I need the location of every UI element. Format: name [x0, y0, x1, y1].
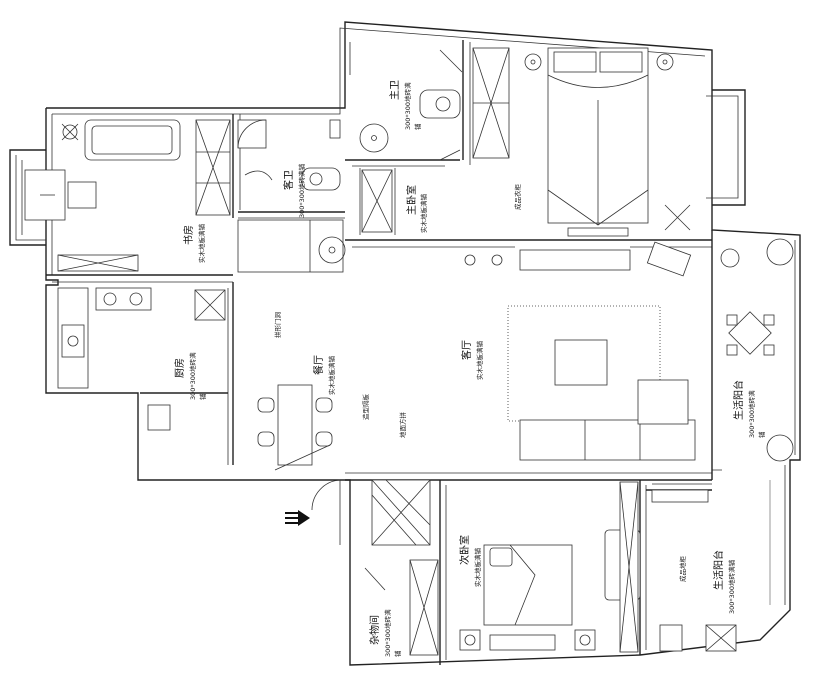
living-label: 客厅: [460, 340, 473, 360]
room-labels: 书房 实木地板满铺 客卫 300*300地砖满铺 主卫 300*300地砖满 铺…: [173, 80, 766, 657]
balcony-bottom-label: 生活阳台: [712, 550, 725, 590]
floor-cabinet-note: 成品地柜: [678, 556, 687, 583]
guest-bath-label: 客卫: [282, 170, 295, 190]
storage-furniture: [364, 479, 439, 656]
dining-label: 餐厅: [312, 355, 325, 375]
master-wardrobe: [361, 169, 393, 233]
master-bath-floor: 300*300地砖满: [403, 82, 412, 130]
storage-label: 杂物间: [368, 615, 381, 645]
study-floor: 实木地板满铺: [197, 224, 206, 264]
master-bath-fixtures: [349, 42, 463, 161]
master-bath-label: 主卫: [389, 80, 401, 100]
dining-furniture: [257, 384, 333, 471]
balcony-top-furniture: [720, 238, 794, 462]
floor-pattern-note: 地面方拼: [398, 412, 407, 439]
kitchen-furniture: [57, 287, 226, 431]
entry-arrow-icon: [285, 479, 341, 545]
kitchen-label: 厨房: [173, 358, 186, 378]
partition-note: 造型隔板: [361, 394, 370, 421]
balcony-bottom-floor: 300*300地砖满铺: [727, 559, 736, 614]
balcony-top-floor-suffix: 铺: [757, 431, 766, 438]
balcony-top-floor: 300*300地砖满: [747, 390, 756, 438]
living-floor: 实木地板满铺: [475, 341, 484, 381]
wardrobe-note: 成品衣柜: [513, 184, 522, 211]
master-bedroom-label: 主卧室: [405, 185, 418, 215]
second-bedroom-floor: 实木地板满铺: [473, 548, 482, 588]
balcony-bottom-furniture: [651, 489, 737, 652]
study-furniture: [24, 119, 231, 272]
arch-door-note: 拼形门洞: [273, 312, 282, 339]
master-bath-floor-suffix: 铺: [413, 123, 422, 130]
master-bedroom-floor: 实木地板满铺: [419, 194, 428, 234]
living-furniture: [464, 241, 696, 461]
storage-floor: 300*300地砖满: [383, 609, 392, 657]
study-label: 书房: [182, 225, 195, 245]
kitchen-floor-suffix: 铺: [198, 393, 207, 400]
guest-bath-floor: 300*300地砖满铺: [297, 163, 306, 218]
balcony-top-label: 生活阳台: [732, 380, 745, 420]
second-bedroom-furniture: [459, 481, 641, 653]
dining-floor: 实木地板满铺: [327, 356, 336, 396]
second-bedroom-label: 次卧室: [458, 535, 471, 565]
outer-walls: [9, 21, 801, 666]
storage-floor-suffix: 铺: [393, 650, 402, 657]
kitchen-floor: 300*300地砖满: [188, 352, 197, 400]
guest-bath-fixtures: [237, 119, 346, 264]
master-bedroom-furniture: [472, 47, 691, 237]
